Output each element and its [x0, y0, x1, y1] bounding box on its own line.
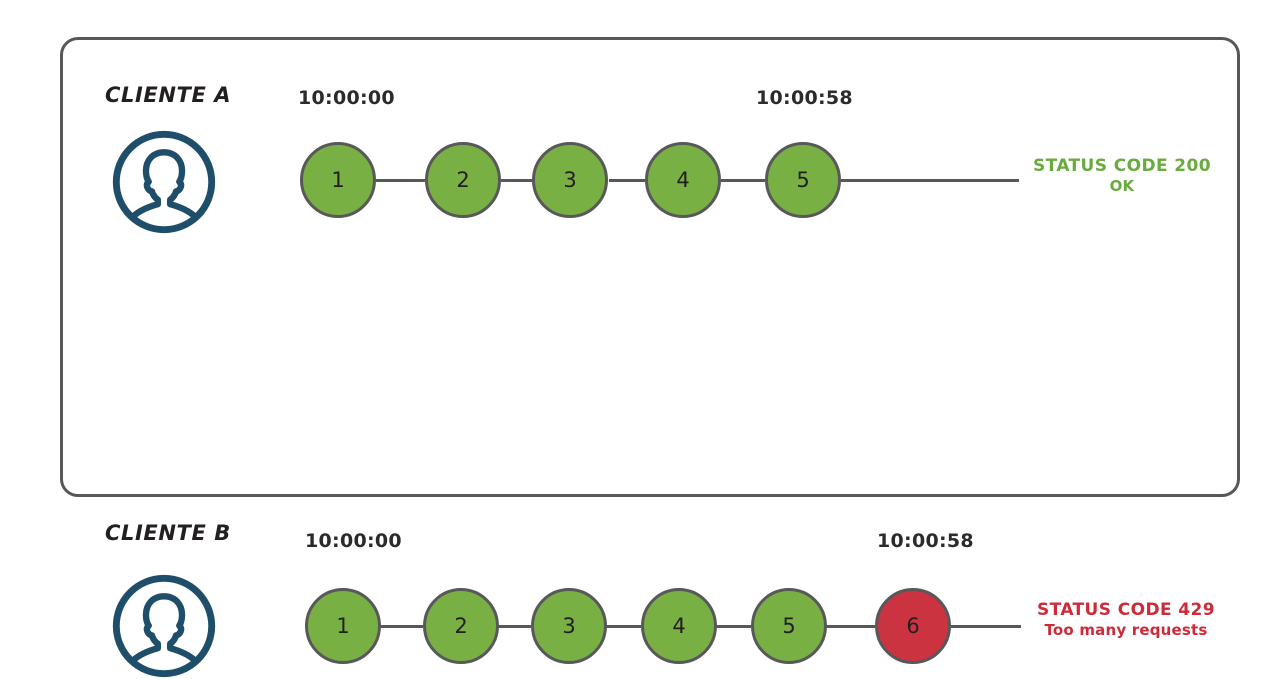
request-node[interactable]: 2 [425, 142, 501, 218]
request-node[interactable]: 3 [532, 142, 608, 218]
chain-link [823, 625, 875, 628]
request-node[interactable]: 6 [875, 588, 951, 664]
chain-tail [951, 625, 1021, 628]
timestamp-end-cliente-a: 10:00:58 [756, 87, 853, 109]
chain-link [609, 179, 645, 182]
request-node[interactable]: 4 [645, 142, 721, 218]
status-message-line: OK [1109, 176, 1135, 195]
request-node[interactable]: 5 [751, 588, 827, 664]
status-code-line: STATUS CODE 200 [1033, 156, 1211, 176]
status-code-line: STATUS CODE 429 [1037, 600, 1215, 620]
timestamp-start-cliente-a: 10:00:00 [298, 87, 395, 109]
chain-link [376, 179, 425, 182]
request-node[interactable]: 3 [531, 588, 607, 664]
status-badge-cliente-a: STATUS CODE 200 OK [1022, 156, 1222, 195]
chain-link [501, 179, 533, 182]
request-node[interactable]: 5 [765, 142, 841, 218]
chain-tail [841, 179, 1019, 182]
chain-link [721, 179, 765, 182]
chain-link [713, 625, 751, 628]
request-node[interactable]: 1 [300, 142, 376, 218]
request-node[interactable]: 4 [641, 588, 717, 664]
status-badge-cliente-b: STATUS CODE 429 Too many requests [1020, 600, 1232, 639]
request-node[interactable]: 2 [423, 588, 499, 664]
request-node[interactable]: 1 [305, 588, 381, 664]
status-message-line: Too many requests [1044, 620, 1208, 639]
user-avatar-icon [111, 573, 217, 679]
client-label-cliente-a: CLIENTE A [105, 83, 232, 107]
diagram-canvas: CLIENTE A 10:00:00 10:00:58 1 2 3 4 5 ST… [60, 37, 1240, 678]
chain-link [379, 625, 423, 628]
timestamp-end-cliente-b: 10:00:58 [877, 530, 974, 552]
user-avatar-icon [111, 129, 217, 235]
client-label-cliente-b: CLIENTE B [105, 521, 231, 545]
diagram-frame [60, 37, 1240, 497]
chain-link [603, 625, 641, 628]
timestamp-start-cliente-b: 10:00:00 [305, 530, 402, 552]
